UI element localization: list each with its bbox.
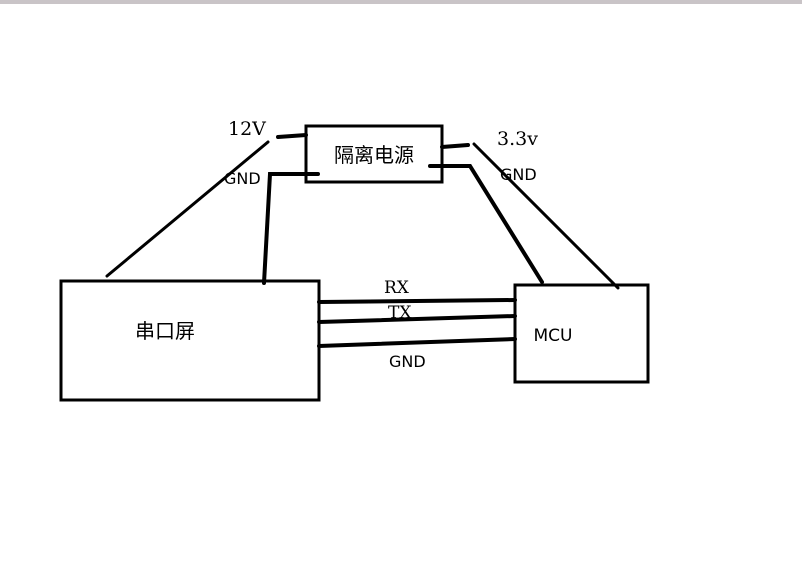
isolation-power-label: 隔离电源 — [334, 143, 414, 167]
wire-33v-to-mcu — [472, 142, 620, 290]
wire-gnd-left — [262, 172, 320, 285]
wire-gnd-right — [428, 164, 544, 284]
isolation-power-box — [304, 124, 444, 184]
label-gnd-bottom: GND — [389, 352, 426, 371]
serial-screen-label: 串口屏 — [135, 319, 195, 343]
label-tx: TX — [388, 303, 412, 323]
wire-12v-stub — [276, 133, 308, 139]
wire-rx — [317, 298, 517, 304]
wire-12v-to-screen — [105, 140, 270, 278]
mcu-block: MCU — [513, 283, 650, 384]
isolation-power-block: 隔离电源 — [304, 124, 444, 184]
serial-screen-box — [59, 279, 321, 402]
label-12v: 12V — [228, 118, 266, 140]
label-gnd-right: GND — [500, 165, 537, 184]
serial-screen-block: 串口屏 — [59, 279, 321, 402]
top-edge-strip — [0, 0, 802, 4]
wire-gnd-bottom — [317, 337, 517, 348]
label-rx: RX — [384, 278, 410, 298]
wire-33v-stub — [440, 143, 470, 149]
mcu-label: MCU — [534, 326, 573, 346]
label-gnd-left: GND — [224, 169, 261, 188]
label-3v3: 3.3v — [497, 128, 538, 150]
mcu-box — [513, 283, 650, 384]
wire-tx — [317, 314, 517, 324]
